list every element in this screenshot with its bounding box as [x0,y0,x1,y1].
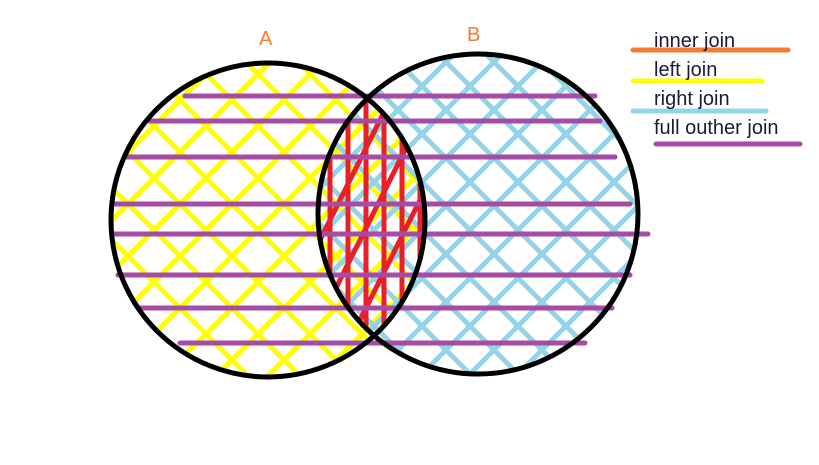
left-join-hatch-line [0,0,72,460]
legend-item-inner-join: inner join [630,30,791,53]
left-join-hatch-line [111,63,283,377]
right-join-hatch-line [381,54,638,374]
left-join-hatch-line [111,63,425,377]
right-join-hatch-line [768,0,819,460]
left-join-hatch-line [111,63,127,377]
right-join-hatch-line [0,0,28,460]
left-join-hatch-line [111,63,283,377]
left-join-hatch-line [129,63,425,377]
left-join-hatch-line [0,0,72,460]
set-b-label: B [467,24,480,46]
inner-join-hatch-line [318,63,425,374]
legend: inner join left join right join full out… [630,30,803,147]
right-join-hatch-line [0,0,124,460]
right-join-hatch-line [0,0,76,460]
right-join-hatch-line [0,0,172,460]
legend-label-inner-join: inner join [654,30,735,52]
left-join-hatch-line [111,63,425,377]
set-a-label: A [259,28,273,50]
legend-item-left-join: left join [630,59,765,84]
legend-label-full-outer-join: full outher join [654,117,779,139]
left-join-hatch-line [756,0,819,460]
right-join-hatch-line [0,0,28,460]
left-join-hatch-line [704,0,819,460]
right-join-hatch-line [720,0,819,460]
left-join-hatch-line [111,63,231,377]
right-join-hatch-line [381,54,638,374]
legend-label-left-join: left join [654,59,717,81]
left-join-hatch-line [111,63,231,377]
right-join-hatch-line [318,54,511,374]
legend-item-right-join: right join [630,88,769,114]
set-b-circle [315,51,641,377]
left-join-hatch-line [111,63,387,377]
left-join-hatch-line [233,63,425,377]
inner-join-hatch-line [318,63,425,374]
right-join-hatch-line [768,0,819,460]
inner-join-hatch-line [50,0,280,460]
left-join-hatch-line [181,63,425,377]
inner-join-hatch-line [0,0,200,460]
right-join-hatch-line [0,0,172,460]
right-join-hatch-line [0,0,124,460]
left-join-hatch-line [704,0,819,460]
right-join-hatch-line [720,0,819,460]
right-join-hatch-line [318,54,319,374]
left-join-hatch-line [0,0,20,460]
left-join-hatch-line [808,0,819,460]
right-join-hatch-line [477,54,638,374]
legend-label-right-join: right join [654,88,730,110]
left-join-hatch-line [111,63,335,377]
left-join-hatch-line [0,0,20,460]
inner-join-hatch-line [407,63,425,374]
left-join-hatch-line [808,0,819,460]
left-join-hatch-line [111,63,179,377]
right-join-hatch-line [429,54,638,374]
set-a-circle [108,60,428,380]
inner-join-hatch [0,0,425,460]
right-join-hatch-line [318,54,607,374]
left-join-hatch-line [111,63,179,377]
full-outer-join-lines [109,93,651,346]
right-join-hatch-line [333,54,638,374]
right-join-hatch-line [477,54,638,374]
left-join-hatch-line [756,0,819,460]
left-join-hatch-line [111,63,127,377]
right-join-hatch-line [0,0,76,460]
legend-item-full-outer-join: full outher join [653,117,803,147]
left-join-hatch-line [111,63,335,377]
right-join-hatch-line [318,54,319,374]
right-join-hatch-line [318,54,638,374]
